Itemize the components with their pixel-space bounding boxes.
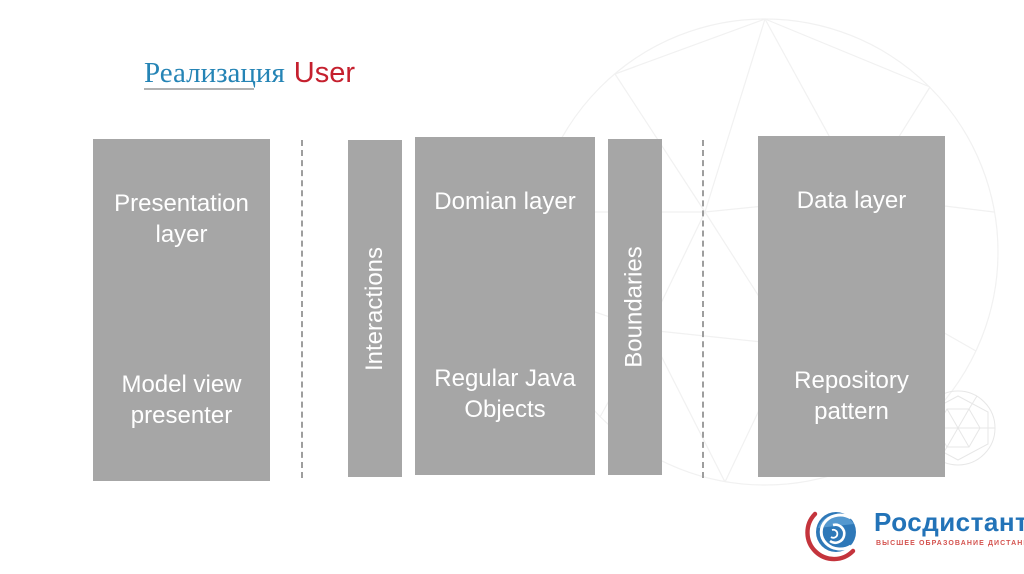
block-data-layer: Data layer Repository pattern — [758, 136, 945, 477]
block-domain-layer-title: Domian layer — [434, 188, 576, 215]
title-underline — [144, 88, 254, 90]
block-interactions: Interactions — [348, 140, 402, 477]
block-boundaries: Boundaries — [608, 139, 662, 475]
block-presentation-layer: Presentation layer Model view presenter — [93, 139, 270, 481]
dashed-separator-right — [702, 140, 704, 478]
block-data-layer-detail: Repository pattern — [794, 367, 909, 425]
globe-swirl-icon — [805, 511, 856, 562]
rosdistant-logo: Росдистант ВЫСШЕЕ ОБРАЗОВАНИЕ ДИСТАНЦИОН… — [800, 498, 1024, 568]
dashed-separator-left — [301, 140, 303, 478]
slide-title-user: User — [293, 57, 356, 89]
slide-title-russian: Реализация — [144, 57, 285, 89]
logo-wordmark: Росдистант — [874, 507, 1024, 537]
block-domain-layer: Domian layer Regular Java Objects — [415, 137, 595, 475]
block-domain-layer-detail: Regular Java Objects — [434, 365, 576, 423]
block-data-layer-title: Data layer — [796, 187, 907, 214]
block-boundaries-label: Boundaries — [621, 246, 649, 368]
block-interactions-label: Interactions — [361, 246, 389, 371]
logo-tagline: ВЫСШЕЕ ОБРАЗОВАНИЕ ДИСТАНЦИОННО — [876, 540, 1024, 547]
block-presentation-layer-title: Presentation layer — [114, 190, 249, 248]
block-presentation-layer-detail: Model view presenter — [121, 371, 242, 429]
